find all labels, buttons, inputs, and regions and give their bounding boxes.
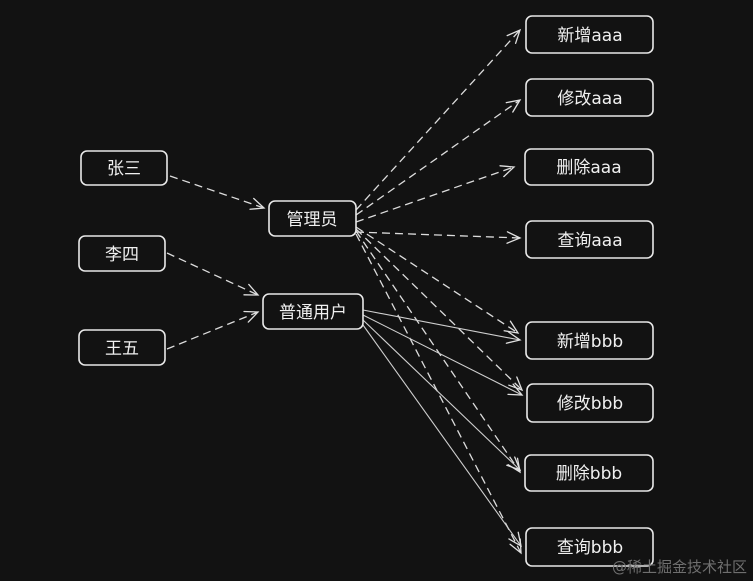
edge-normal-edit-bbb-arrowhead: [507, 383, 524, 396]
role-node-normal: 普通用户: [262, 293, 364, 330]
edge-admin-edit-aaa: [355, 99, 522, 216]
perm-node-query-bbb: 查询bbb: [525, 527, 654, 567]
perm-label-add-bbb: 新增bbb: [557, 332, 623, 352]
perm-label-edit-bbb: 修改bbb: [557, 394, 623, 414]
role-label-normal: 普通用户: [279, 303, 347, 323]
edge-normal-add-bbb-arrowhead: [505, 331, 522, 344]
perm-node-add-aaa: 新增aaa: [525, 15, 654, 54]
perm-label-delete-aaa: 删除aaa: [556, 158, 621, 178]
edge-normal-add-bbb: [362, 309, 522, 344]
perm-node-edit-aaa: 修改aaa: [525, 78, 654, 117]
edge-admin-query-aaa-arrowhead: [506, 231, 522, 244]
edge-normal-query-bbb-arrowhead: [508, 531, 522, 548]
edge-admin-query-bbb: [355, 233, 522, 555]
perm-label-delete-bbb: 删除bbb: [556, 464, 622, 484]
edge-wangwu-normal: [166, 310, 260, 350]
user-label-lisi: 李四: [105, 245, 139, 265]
role-node-admin: 管理员: [268, 200, 357, 237]
edge-normal-query-bbb: [362, 324, 522, 548]
perm-label-add-aaa: 新增aaa: [557, 26, 622, 46]
edge-admin-query-aaa: [355, 231, 522, 244]
edge-admin-add-aaa: [355, 28, 522, 211]
perm-node-edit-bbb: 修改bbb: [526, 383, 654, 423]
edge-admin-delete-bbb: [355, 230, 521, 474]
edge-admin-add-aaa-arrowhead: [506, 28, 522, 44]
edge-zhangsan-admin-arrowhead: [249, 197, 266, 210]
perm-label-edit-aaa: 修改aaa: [557, 89, 622, 109]
user-node-lisi: 李四: [78, 235, 166, 272]
edge-admin-delete-aaa: [355, 165, 516, 223]
watermark: @稀土掘金技术社区: [611, 558, 747, 576]
edge-admin-edit-bbb: [355, 228, 524, 392]
user-label-wangwu: 王五: [105, 339, 139, 359]
edge-zhangsan-admin: [169, 175, 266, 210]
edge-wangwu-normal-arrowhead: [243, 310, 260, 323]
perm-node-delete-bbb: 删除bbb: [524, 454, 654, 492]
perm-label-query-aaa: 查询aaa: [557, 231, 622, 251]
role-label-admin: 管理员: [287, 210, 338, 230]
perm-label-query-bbb: 查询bbb: [557, 538, 623, 558]
edges: [166, 28, 524, 555]
edge-admin-edit-aaa-arrowhead: [505, 99, 522, 113]
edge-lisi-normal-arrowhead: [243, 283, 260, 296]
edge-normal-delete-bbb: [362, 319, 522, 472]
perm-node-query-aaa: 查询aaa: [525, 220, 654, 259]
edge-admin-edit-bbb-arrowhead: [508, 376, 524, 392]
perm-node-delete-aaa: 删除aaa: [524, 148, 654, 186]
user-node-wangwu: 王五: [78, 329, 166, 366]
user-node-zhangsan: 张三: [80, 150, 168, 186]
perm-node-add-bbb: 新增bbb: [525, 321, 654, 360]
edge-lisi-normal: [166, 252, 260, 296]
edge-normal-delete-bbb-arrowhead: [506, 456, 522, 472]
user-label-zhangsan: 张三: [107, 159, 141, 179]
edge-admin-delete-aaa-arrowhead: [499, 165, 516, 178]
edge-normal-edit-bbb: [362, 314, 524, 396]
edge-admin-add-bbb-arrowhead: [503, 320, 520, 334]
